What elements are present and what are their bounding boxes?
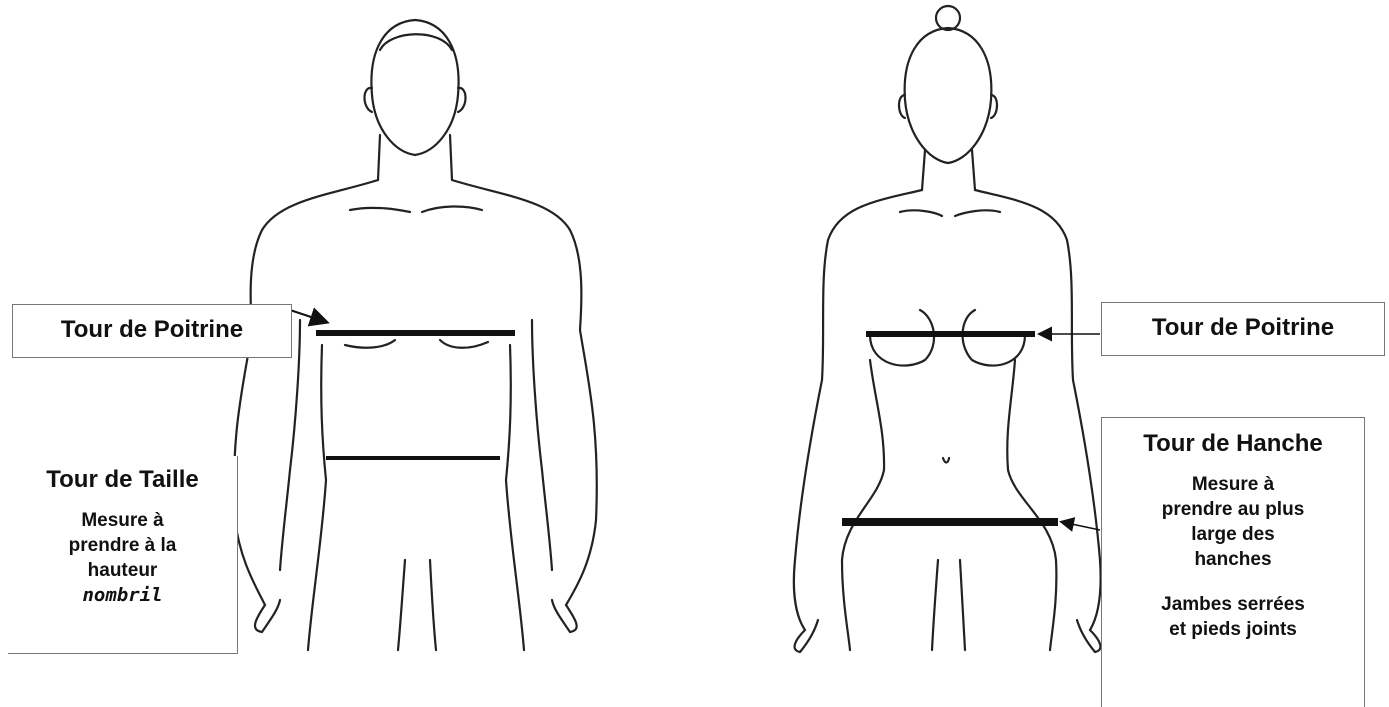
man-waist-label: Tour de Taille xyxy=(8,466,237,494)
woman-chest-label: Tour de Poitrine xyxy=(1102,314,1384,342)
woman-hip-instruction-line: prendre au plus xyxy=(1102,497,1364,522)
man-chest-label: Tour de Poitrine xyxy=(13,316,291,344)
man-waist-handwritten-note: nombril xyxy=(8,583,237,608)
female-body-outline xyxy=(794,6,1101,652)
woman-hip-label-box: Tour de Hanche Mesure à prendre au plus … xyxy=(1101,417,1365,707)
woman-hip-instruction-line: Mesure à xyxy=(1102,472,1364,497)
woman-hip-arrow xyxy=(1062,522,1100,530)
woman-hip-instruction-line: hanches xyxy=(1102,547,1364,572)
woman-hip-label: Tour de Hanche xyxy=(1102,430,1364,458)
woman-stance-instruction-line: Jambes serrées xyxy=(1102,592,1364,617)
man-waist-instruction-line: Mesure à xyxy=(8,508,237,533)
man-chest-arrow xyxy=(290,310,326,322)
man-waist-instruction-line: hauteur xyxy=(8,558,237,583)
man-chest-label-box: Tour de Poitrine xyxy=(12,304,292,358)
woman-chest-label-box: Tour de Poitrine xyxy=(1101,302,1385,356)
woman-hip-instruction-line: large des xyxy=(1102,522,1364,547)
man-waist-label-box: Tour de Taille Mesure à prendre à la hau… xyxy=(8,456,238,654)
man-waist-instruction-line: prendre à la xyxy=(8,533,237,558)
woman-stance-instruction-line: et pieds joints xyxy=(1102,617,1364,642)
